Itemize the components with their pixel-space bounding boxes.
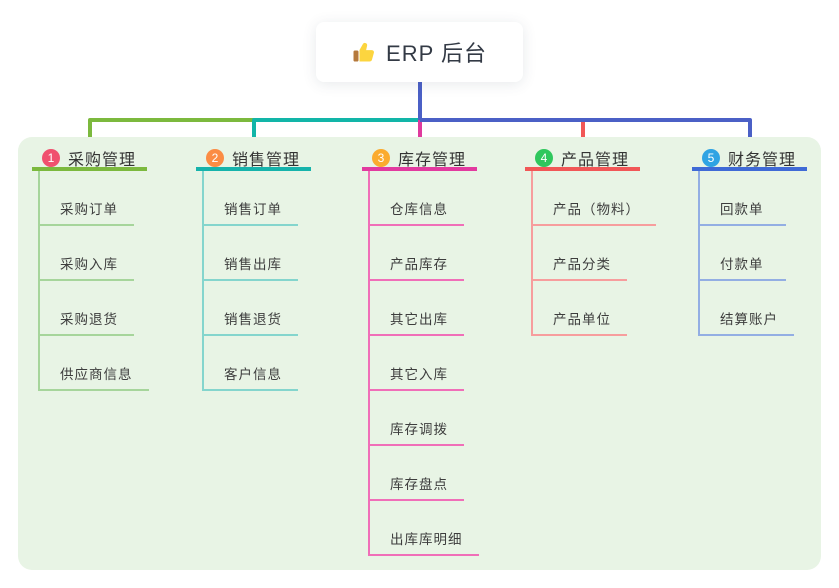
- branch-children: 产品（物料）产品分类产品单位: [531, 171, 656, 336]
- branch-header[interactable]: 4 产品管理: [525, 148, 640, 171]
- branch-4: 4 产品管理 产品（物料）产品分类产品单位: [525, 148, 656, 336]
- branch-2: 2 销售管理 销售订单销售出库销售退货客户信息: [196, 148, 311, 391]
- branch-header[interactable]: 2 销售管理: [196, 148, 311, 171]
- child-node[interactable]: 产品（物料）: [533, 171, 656, 226]
- child-node[interactable]: 其它入库: [370, 336, 464, 391]
- branch-header[interactable]: 1 采购管理: [32, 148, 147, 171]
- child-node[interactable]: 出库库明细: [370, 501, 479, 556]
- branch-header[interactable]: 5 财务管理: [692, 148, 807, 171]
- branch-1: 1 采购管理 采购订单采购入库采购退货供应商信息: [32, 148, 149, 391]
- child-node[interactable]: 采购订单: [40, 171, 134, 226]
- thumbs-up-icon: [353, 42, 375, 62]
- child-node[interactable]: 其它出库: [370, 281, 464, 336]
- child-node[interactable]: 产品单位: [533, 281, 627, 336]
- branch-children: 采购订单采购入库采购退货供应商信息: [38, 171, 149, 391]
- branch-index-badge: 3: [372, 148, 390, 167]
- child-node[interactable]: 仓库信息: [370, 171, 464, 226]
- child-node[interactable]: 采购退货: [40, 281, 134, 336]
- branch-title: 采购管理: [68, 151, 137, 169]
- branch-children: 销售订单销售出库销售退货客户信息: [202, 171, 298, 391]
- branch-children: 仓库信息产品库存其它出库其它入库库存调拨库存盘点出库库明细: [368, 171, 479, 556]
- branch-index-badge: 2: [206, 148, 224, 167]
- child-node[interactable]: 客户信息: [204, 336, 298, 391]
- child-node[interactable]: 销售订单: [204, 171, 298, 226]
- branch-children: 回款单付款单结算账户: [698, 171, 794, 336]
- child-node[interactable]: 库存调拨: [370, 391, 464, 446]
- child-node[interactable]: 销售出库: [204, 226, 298, 281]
- branch-3: 3 库存管理 仓库信息产品库存其它出库其它入库库存调拨库存盘点出库库明细: [362, 148, 479, 556]
- branch-index-badge: 4: [535, 148, 553, 167]
- branch-index-badge: 1: [42, 148, 60, 167]
- branches-panel: 1 采购管理 采购订单采购入库采购退货供应商信息 2 销售管理 销售订单销售出库…: [18, 137, 821, 570]
- branch-header[interactable]: 3 库存管理: [362, 148, 477, 171]
- branch-title: 库存管理: [398, 151, 467, 169]
- child-node[interactable]: 产品分类: [533, 226, 627, 281]
- child-node[interactable]: 结算账户: [700, 281, 794, 336]
- root-title: ERP 后台: [386, 41, 487, 66]
- child-node[interactable]: 供应商信息: [40, 336, 149, 391]
- child-node[interactable]: 采购入库: [40, 226, 134, 281]
- branch-title: 销售管理: [232, 151, 301, 169]
- child-node[interactable]: 库存盘点: [370, 446, 464, 501]
- branch-title: 产品管理: [561, 151, 630, 169]
- branch-title: 财务管理: [728, 151, 797, 169]
- child-node[interactable]: 产品库存: [370, 226, 464, 281]
- child-node[interactable]: 回款单: [700, 171, 786, 226]
- root-node[interactable]: ERP 后台: [316, 22, 523, 82]
- branch-index-badge: 5: [702, 148, 720, 167]
- child-node[interactable]: 销售退货: [204, 281, 298, 336]
- branch-5: 5 财务管理 回款单付款单结算账户: [692, 148, 807, 336]
- child-node[interactable]: 付款单: [700, 226, 786, 281]
